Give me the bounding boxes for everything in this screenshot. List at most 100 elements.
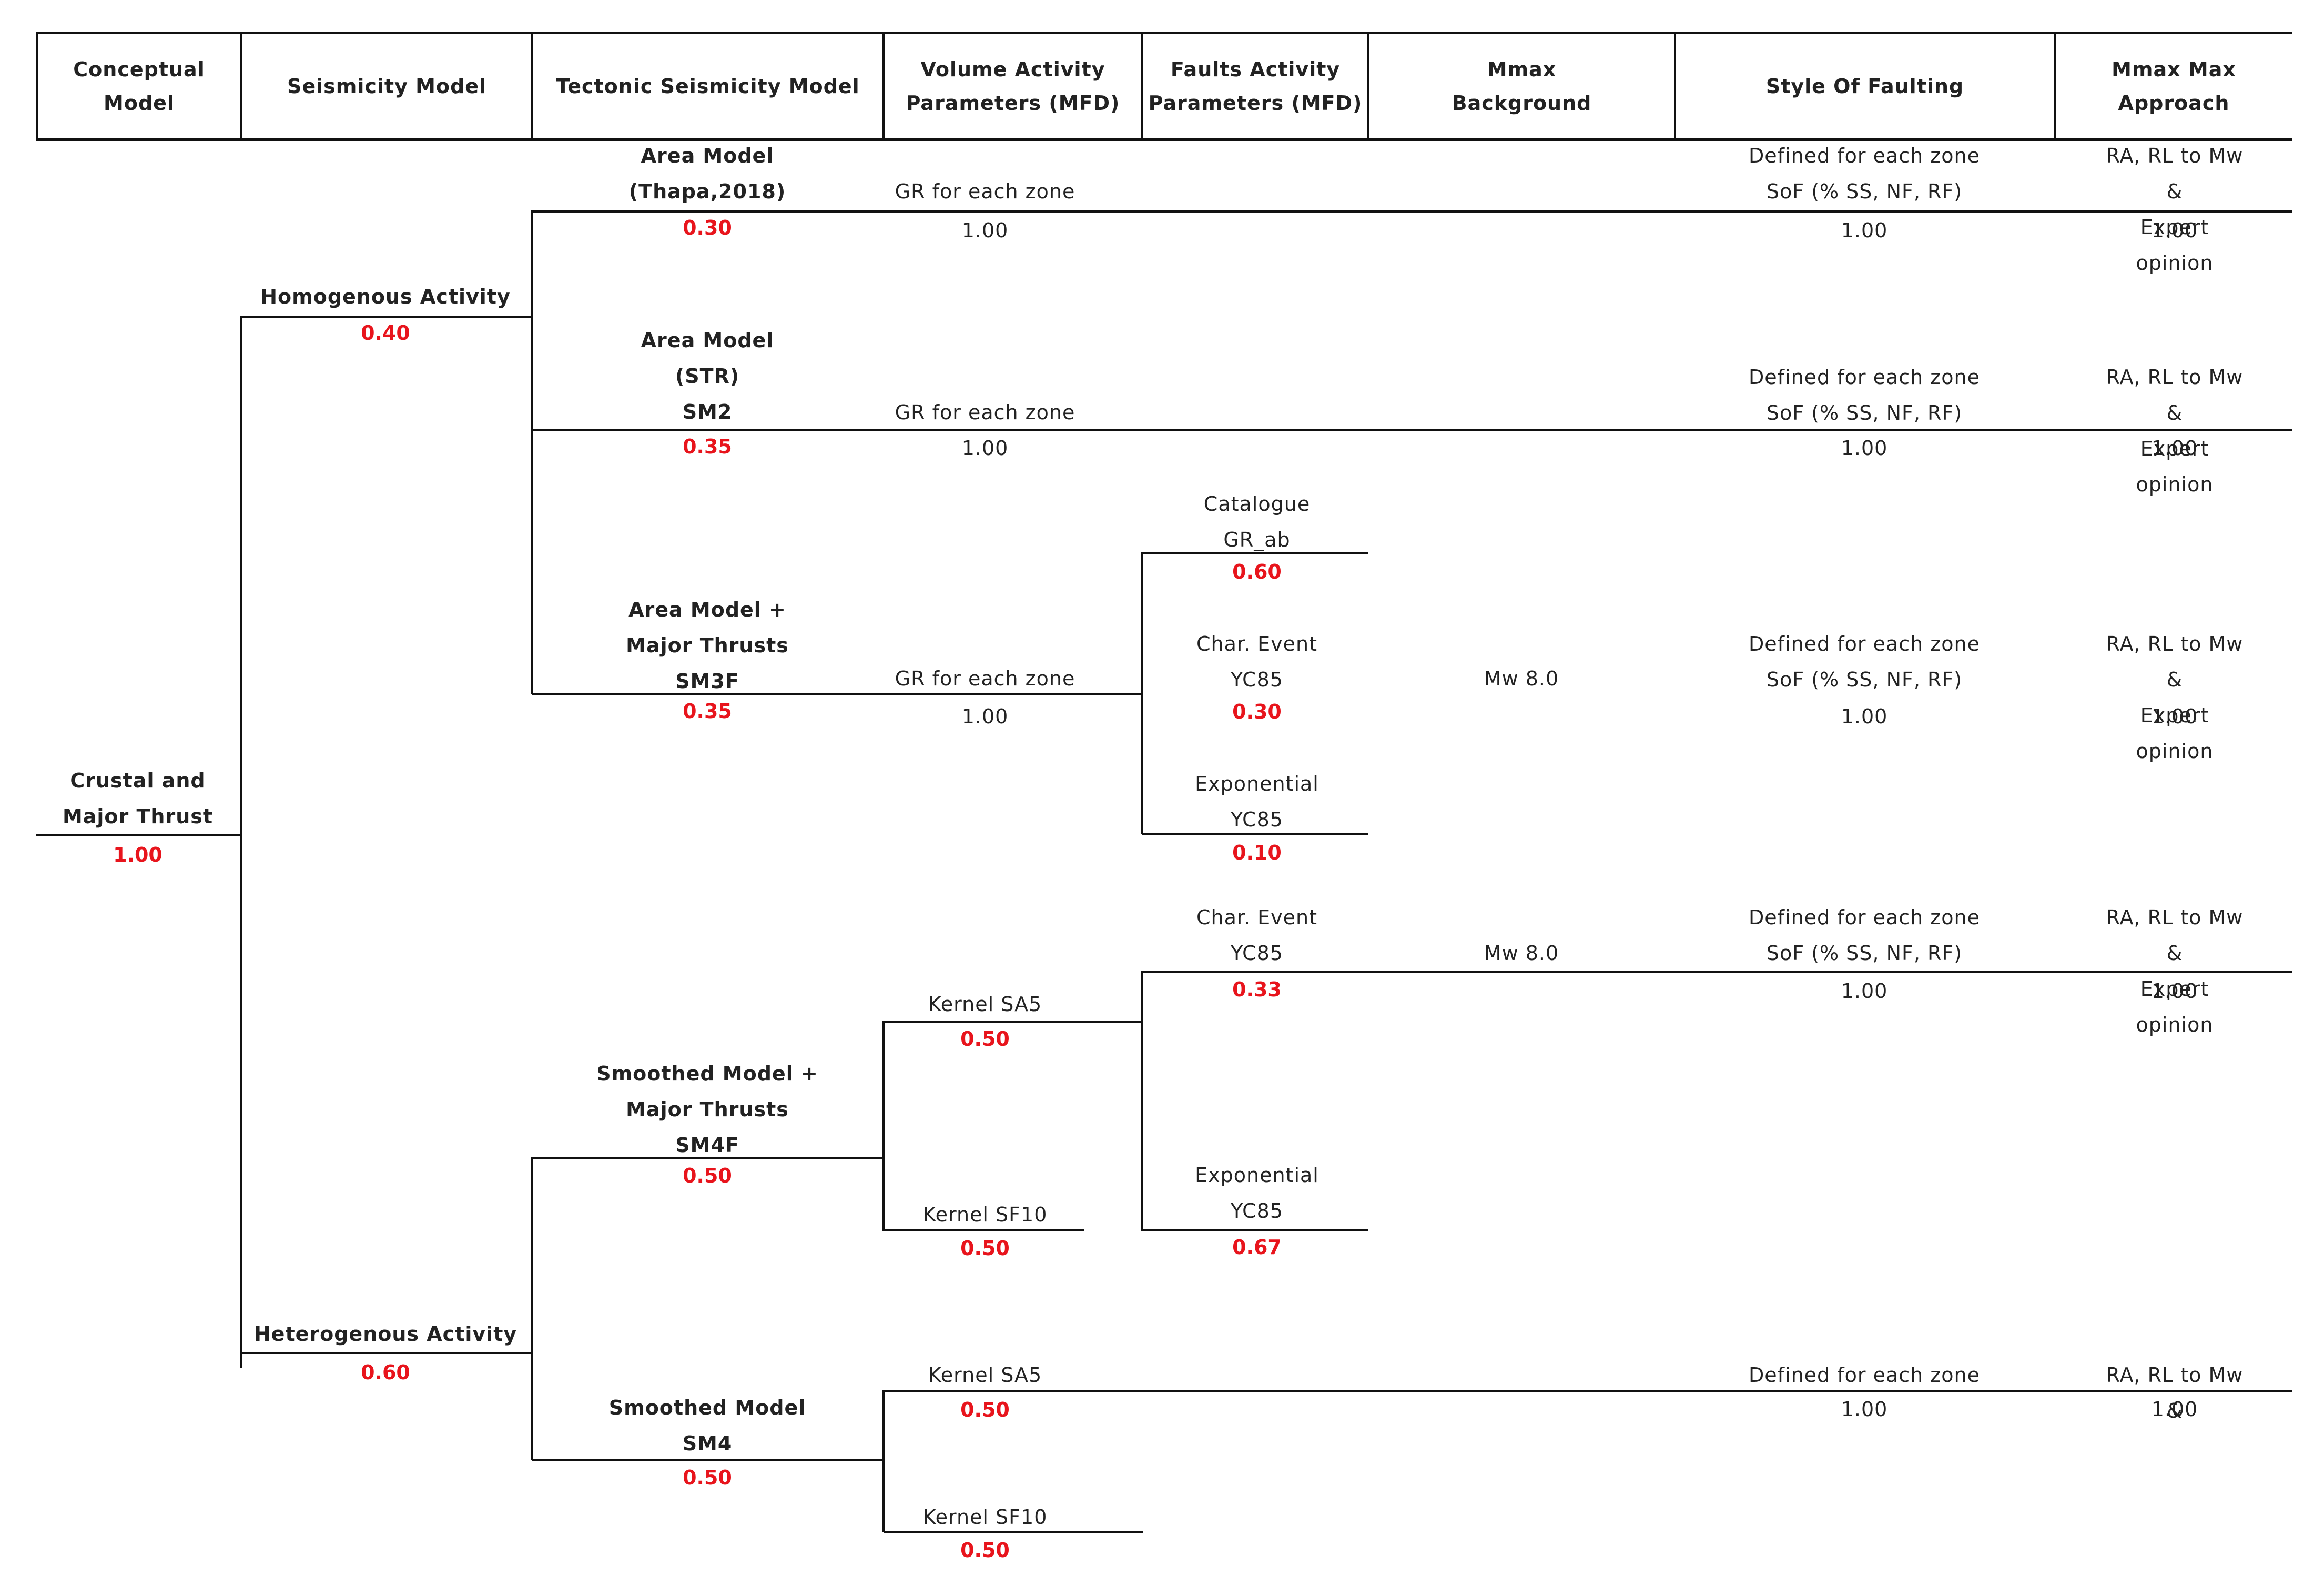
header-mmax-approach: Mmax Max Approach	[2112, 58, 2236, 115]
header-divider	[36, 32, 38, 139]
volume-sm4-kernel-sf10-label: Kernel SF10	[922, 1506, 1048, 1529]
branch-line	[532, 693, 1142, 695]
branch-line	[1142, 833, 1368, 835]
mmax-approach-sm4-label: RA, RL to Mw &	[2106, 1363, 2244, 1422]
conceptual-model-weight: 1.00	[113, 843, 163, 866]
header-divider	[1367, 32, 1369, 139]
branch-line	[241, 1352, 532, 1354]
header-divider	[882, 32, 885, 139]
sof-thapa-value: 1.00	[1841, 219, 1888, 242]
conceptual-model-label: Crustal and Major Thrust	[62, 769, 214, 828]
branch-line	[531, 210, 533, 694]
sof-sm4f-value: 1.00	[1841, 979, 1888, 1003]
mmax-background-sm3f: Mw 8.0	[1484, 667, 1559, 690]
header-style-of-faulting: Style Of Faulting	[1765, 75, 1964, 98]
sof-sm4-value: 1.00	[1841, 1398, 1888, 1421]
sof-str-label: Defined for each zone SoF (% SS, NF, RF)	[1749, 366, 1980, 425]
header-bottom-rule	[36, 138, 2292, 141]
branch-line	[884, 1021, 1143, 1023]
faults-char-event-weight: 0.30	[1232, 700, 1282, 723]
header-volume-activity: Volume Activity Parameters (MFD)	[906, 58, 1120, 115]
seismicity-heterogenous-weight: 0.60	[361, 1361, 410, 1384]
branch-line	[1142, 552, 1368, 554]
sof-sm4-label: Defined for each zone	[1749, 1363, 1980, 1387]
branch-line	[532, 1459, 884, 1461]
branch-line	[884, 1390, 2292, 1392]
header-divider	[240, 32, 242, 139]
seismicity-heterogenous-label: Heterogenous Activity	[253, 1322, 517, 1346]
seismicity-homogenous-weight: 0.40	[361, 321, 410, 345]
header-divider	[531, 32, 533, 139]
volume-str-label: GR for each zone	[895, 401, 1075, 424]
header-tectonic-seismicity-model: Tectonic Seismicity Model	[556, 75, 860, 98]
header-divider	[1674, 32, 1676, 139]
header-faults-activity: Faults Activity Parameters (MFD)	[1148, 58, 1363, 115]
faults-sa5-exponential-weight: 0.67	[1232, 1236, 1282, 1259]
faults-sa5-exponential-label: Exponential YC85	[1195, 1164, 1319, 1223]
sof-sm4f-label: Defined for each zone SoF (% SS, NF, RF)	[1749, 906, 1980, 965]
tectonic-sm4-label: Smoothed Model SM4	[608, 1396, 806, 1455]
branch-line	[1141, 552, 1143, 834]
branch-line	[240, 316, 242, 1368]
mmax-background-sm4f: Mw 8.0	[1484, 942, 1559, 965]
header-top-rule	[36, 32, 2292, 34]
tectonic-sm4f-label: Smoothed Model + Major Thrusts SM4F	[596, 1062, 818, 1157]
branch-line	[882, 1021, 885, 1158]
faults-catalogue-label: Catalogue GR_ab	[1203, 492, 1311, 551]
tectonic-area-thapa-weight: 0.30	[683, 216, 732, 239]
branch-line	[884, 1229, 1084, 1231]
branch-line	[241, 316, 532, 318]
faults-sa5-char-event-weight: 0.33	[1232, 978, 1282, 1001]
volume-kernel-sf10-weight: 0.50	[960, 1237, 1010, 1260]
volume-kernel-sa5-label: Kernel SA5	[928, 993, 1042, 1016]
mmax-approach-str-value: 1.00	[2151, 437, 2198, 460]
branch-line	[1141, 971, 1143, 1231]
branch-line	[882, 1390, 885, 1532]
sof-str-value: 1.00	[1841, 437, 1888, 460]
mmax-approach-sm4-value: 1.00	[2151, 1398, 2198, 1421]
volume-sm3f-weight: 1.00	[961, 705, 1009, 728]
branch-line	[1142, 971, 2292, 973]
faults-sa5-char-event-label: Char. Event YC85	[1196, 906, 1318, 965]
header-mmax-background: Mmax Background	[1452, 58, 1592, 115]
volume-thapa-weight: 1.00	[961, 219, 1009, 242]
branch-line	[532, 210, 2292, 213]
sof-sm3f-label: Defined for each zone SoF (% SS, NF, RF)	[1749, 632, 1980, 691]
mmax-approach-sm3f-label: RA, RL to Mw & Expert opinion	[2106, 632, 2244, 763]
mmax-approach-str-label: RA, RL to Mw & Expert opinion	[2106, 366, 2244, 496]
header-conceptual-model: Conceptual Model	[73, 58, 205, 115]
volume-str-weight: 1.00	[961, 437, 1009, 460]
header-seismicity-model: Seismicity Model	[287, 75, 487, 98]
tectonic-area-thapa-label: Area Model (Thapa,2018)	[628, 144, 786, 203]
faults-char-event-label: Char. Event YC85	[1196, 632, 1318, 691]
mmax-approach-sm3f-value: 1.00	[2151, 705, 2198, 728]
tectonic-sm4f-weight: 0.50	[683, 1164, 732, 1187]
sof-thapa-label: Defined for each zone SoF (% SS, NF, RF)	[1749, 144, 1980, 203]
branch-line	[882, 1157, 885, 1231]
header-divider	[1141, 32, 1143, 139]
volume-thapa-label: GR for each zone	[895, 180, 1075, 203]
branch-line	[1142, 1229, 1368, 1231]
tectonic-sm3f-label: Area Model + Major Thrusts SM3F	[626, 598, 789, 693]
tectonic-sm3f-weight: 0.35	[683, 700, 732, 723]
seismicity-homogenous-label: Homogenous Activity	[260, 285, 511, 308]
branch-line	[531, 1157, 533, 1460]
branch-line	[532, 429, 2292, 431]
volume-sm4-kernel-sa5-weight: 0.50	[960, 1398, 1010, 1421]
faults-exponential-weight: 0.10	[1232, 841, 1282, 864]
mmax-approach-thapa-value: 1.00	[2151, 219, 2198, 242]
faults-exponential-label: Exponential YC85	[1195, 772, 1319, 831]
faults-catalogue-weight: 0.60	[1232, 560, 1282, 583]
volume-sm4-kernel-sa5-label: Kernel SA5	[928, 1363, 1042, 1387]
header-divider	[2054, 32, 2056, 139]
sof-sm3f-value: 1.00	[1841, 705, 1888, 728]
volume-sm4-kernel-sf10-weight: 0.50	[960, 1539, 1010, 1562]
volume-kernel-sf10-label: Kernel SF10	[922, 1203, 1048, 1226]
volume-sm3f-label: GR for each zone	[895, 667, 1075, 690]
tectonic-area-str-label: Area Model (STR) SM2	[641, 329, 774, 423]
mmax-approach-thapa-label: RA, RL to Mw & Expert opinion	[2106, 144, 2244, 275]
tectonic-area-str-weight: 0.35	[683, 435, 732, 458]
volume-kernel-sa5-weight: 0.50	[960, 1027, 1010, 1050]
mmax-approach-sm4f-label: RA, RL to Mw & Expert opinion	[2106, 906, 2244, 1036]
